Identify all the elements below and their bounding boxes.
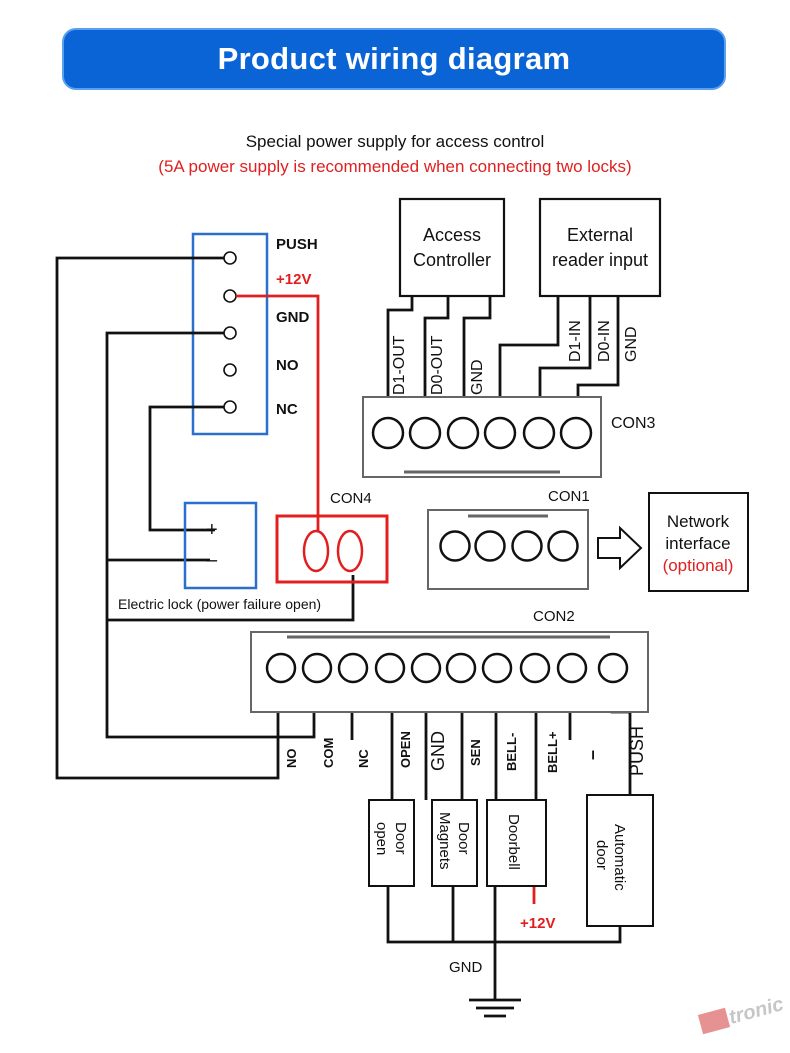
con4-label: CON4 xyxy=(330,490,372,507)
door-magnets-box xyxy=(431,799,478,887)
con3-pin-d1-in: D1-IN xyxy=(567,320,584,362)
network-line2: interface xyxy=(665,534,730,553)
supply-note: (5A power supply is recommended when con… xyxy=(158,157,631,176)
external-reader-line1: External xyxy=(567,225,633,245)
external-reader-line2: reader input xyxy=(552,250,648,270)
bell-supply-label: +12V xyxy=(520,915,555,932)
electric-lock-caption: Electric lock (power failure open) xyxy=(118,596,321,612)
page-title: Product wiring diagram xyxy=(217,41,571,76)
door-open-box xyxy=(368,799,415,887)
door-magnets-line2: Magnets xyxy=(436,812,453,870)
title-banner: Product wiring diagram xyxy=(62,28,726,90)
svg-text:tronic: tronic xyxy=(727,993,786,1029)
con2-pin-nc: NC xyxy=(356,749,371,768)
terminal-nc-label: NC xyxy=(276,401,298,418)
automatic-door-box xyxy=(586,794,654,927)
automatic-door-line1: Automatic xyxy=(611,824,628,891)
network-line1: Network xyxy=(667,512,730,531)
terminal-no-label: NO xyxy=(276,357,299,374)
con2-pin-bell-plus: BELL+ xyxy=(545,731,560,773)
access-controller-line1: Access xyxy=(423,225,481,245)
con3-connector xyxy=(362,396,602,478)
lock-plus-label: + xyxy=(206,519,218,541)
con3-pin-d1-out: D1-OUT xyxy=(391,335,408,395)
con2-pin-gnd: GND xyxy=(428,731,448,771)
con2-connector xyxy=(250,631,649,713)
ground-label: GND xyxy=(449,959,483,976)
con1-connector xyxy=(427,509,589,590)
con1-label: CON1 xyxy=(548,488,590,505)
watermark-logo: tronic xyxy=(697,993,786,1035)
access-controller-line2: Controller xyxy=(413,250,491,270)
red-wires xyxy=(236,294,536,904)
door-magnets-line1: Door xyxy=(455,822,472,855)
con2-pin-open: OPEN xyxy=(398,731,413,768)
con2-pin-push: PUSH xyxy=(627,726,647,776)
supply-caption: Special power supply for access control xyxy=(246,132,545,151)
network-line3: (optional) xyxy=(663,556,734,575)
con2-pin-bell-minus: BELL- xyxy=(504,733,519,771)
automatic-door-line2: door xyxy=(593,840,610,870)
terminal-gnd-label: GND xyxy=(276,309,310,326)
con3-pin-d0-out: D0-OUT xyxy=(429,335,446,395)
con3-pin-d0-in: D0-IN xyxy=(596,320,613,362)
arrow-right-icon xyxy=(597,525,643,571)
con2-pin-sen: SEN xyxy=(468,739,483,766)
con2-label: CON2 xyxy=(533,608,575,625)
network-interface-box xyxy=(648,492,749,592)
external-reader-box xyxy=(538,197,662,298)
doorbell-label: Doorbell xyxy=(505,814,522,870)
electric-lock xyxy=(183,501,258,590)
con3-label: CON3 xyxy=(611,415,656,432)
door-open-line2: open xyxy=(373,822,390,855)
access-controller-box xyxy=(398,197,506,298)
doorbell-box xyxy=(486,799,547,887)
terminal-push-label: PUSH xyxy=(276,236,318,253)
con3-pin-gnd-b: GND xyxy=(623,326,640,362)
con2-pin-com: COM xyxy=(321,738,336,768)
terminal-12v-label: +12V xyxy=(276,271,311,288)
door-open-line1: Door xyxy=(392,822,409,855)
con4-connector xyxy=(275,514,389,584)
con2-pin-no: NO xyxy=(284,749,299,769)
con3-pin-gnd-a: GND xyxy=(469,359,486,395)
con2-pin-minus: – xyxy=(582,750,602,760)
lock-minus-label: – xyxy=(206,549,218,571)
